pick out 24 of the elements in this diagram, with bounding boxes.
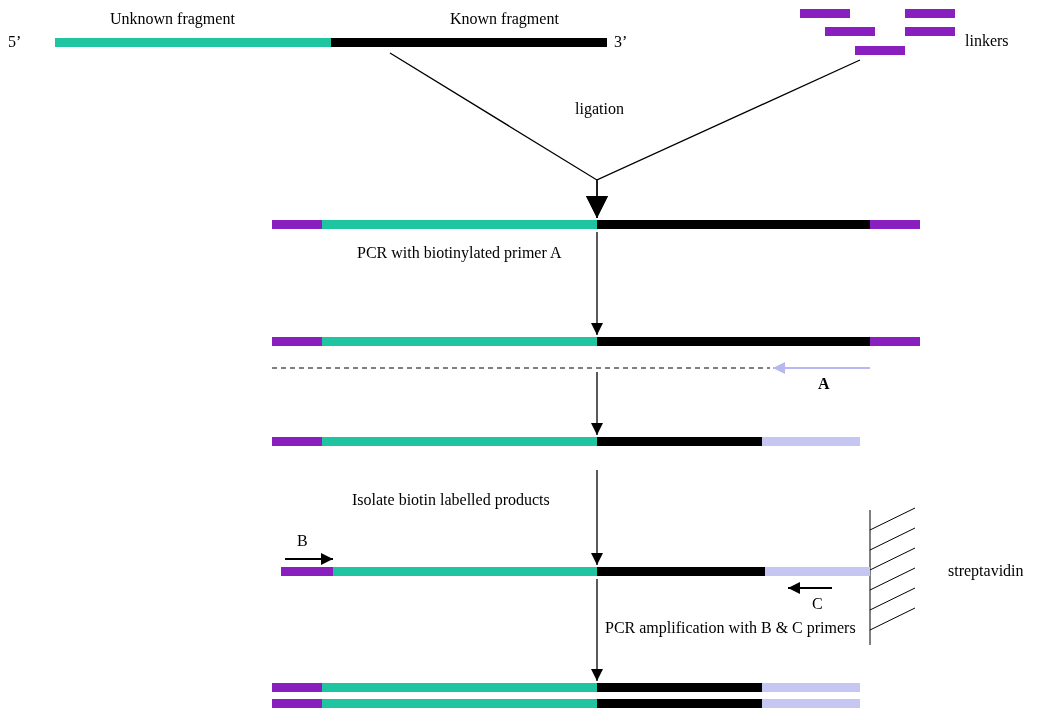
strand-end-label: 5’ bbox=[8, 33, 22, 51]
primer-label: B bbox=[297, 532, 308, 550]
dna-strand-drawing bbox=[272, 437, 860, 446]
arrow bbox=[591, 371, 603, 436]
edge-label: Isolate biotin labelled products bbox=[350, 490, 552, 509]
dna-strand-drawing bbox=[272, 337, 920, 346]
strand-end-label: 3’ bbox=[614, 33, 628, 51]
linker-fragments-drawing bbox=[800, 9, 955, 57]
step-label: ligation bbox=[575, 100, 624, 118]
primer-label: A bbox=[818, 375, 830, 393]
arrow bbox=[591, 578, 603, 682]
strand-label: Known fragment bbox=[450, 10, 559, 28]
double-strand-drawing bbox=[272, 683, 860, 709]
side-label: linkers bbox=[965, 32, 1009, 50]
dna-strand-drawing bbox=[281, 567, 870, 576]
dna-strand-drawing bbox=[272, 220, 920, 229]
arrow bbox=[586, 59, 861, 219]
edge-label: PCR with biotinylated primer A bbox=[356, 243, 563, 262]
edge-label: PCR amplification with B & C primers bbox=[603, 618, 858, 637]
side-label: streptavidin bbox=[948, 562, 1024, 580]
primer-label: C bbox=[812, 595, 823, 613]
arrow bbox=[591, 469, 603, 566]
arrow bbox=[591, 231, 603, 336]
strand-label: Unknown fragment bbox=[110, 10, 235, 28]
